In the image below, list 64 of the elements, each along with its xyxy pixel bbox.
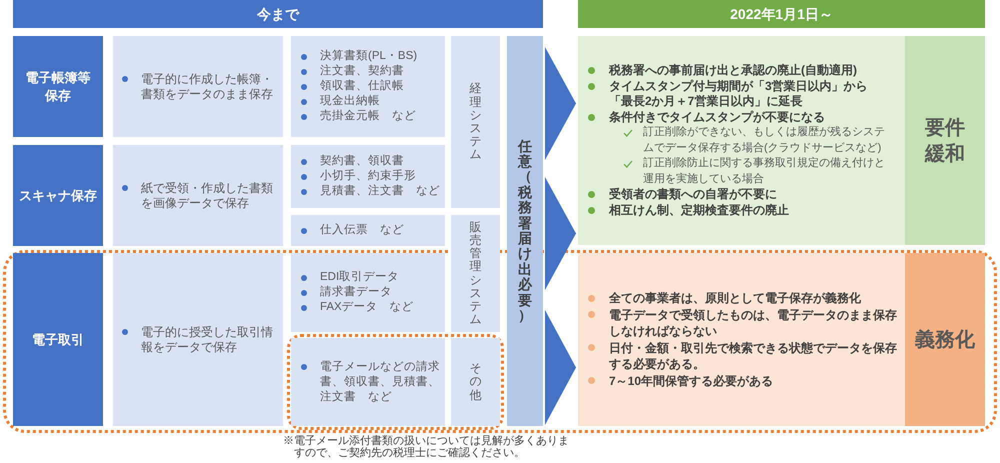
category-box	[13, 36, 103, 137]
document-item-text: 小切手、約束手形	[320, 169, 417, 184]
document-item-text: EDI取引データ	[320, 270, 400, 285]
document-list-box	[291, 145, 445, 208]
relaxation-point-text: 税務署への事前届け出と承認の廃止(自動適用)	[609, 63, 858, 78]
condition-text: 訂正削除ができない、もしくは履歴が残るシステムでデータ保存する場合(クラウドサービスなど)	[643, 125, 886, 156]
system-box	[451, 338, 500, 426]
document-item-text: 電子メールなどの請求書、領収書、見積書、注文書 など	[320, 360, 441, 404]
category-box	[13, 145, 103, 246]
relaxation-point-text: 受領者の書類への自署が不要に	[609, 187, 778, 202]
document-list-box	[291, 36, 445, 137]
header-title: 今まで	[257, 4, 299, 24]
category-label: スキャナ保存	[19, 186, 97, 204]
category-label: 電子帳簿等保存	[24, 68, 92, 104]
document-item-text: 決算書類(PL・BS)	[320, 49, 418, 64]
description-box	[113, 145, 283, 246]
document-item-text: FAXデータ など	[320, 300, 415, 315]
status-label: 義務化	[915, 328, 975, 352]
system-label: 経理システム	[470, 82, 482, 162]
document-item-text: 見積書、注文書 など	[320, 184, 441, 199]
relaxation-point-text: 条件付きでタイムスタンプが不要になる	[609, 110, 826, 125]
header-bar	[578, 0, 985, 28]
option-column	[507, 36, 543, 426]
description-box	[113, 253, 283, 426]
document-item-text: 領収書、仕訳帳	[320, 79, 405, 94]
system-box	[451, 215, 500, 332]
description-box	[113, 36, 283, 137]
description-text: 電子的に授受した取引情報をデータで保存	[141, 324, 274, 354]
highlight-outline	[287, 334, 504, 430]
obligation-panel	[578, 253, 905, 426]
document-list-box	[291, 253, 445, 332]
footnote: ※電子メール添付書類の扱いについては見解が多くありますので、ご契約先の税理士にご確認ください。	[283, 435, 570, 459]
chevron-arrow	[544, 177, 576, 290]
option-label: 任意（税務署届け出必要）	[518, 138, 532, 324]
document-item-text: 請求書データ	[320, 285, 393, 300]
status-box	[905, 253, 985, 426]
obligation-point-text: 全ての事業者は、原則として電子保存が義務化	[609, 290, 862, 306]
condition-text: 訂正削除防止に関する事務取引規定の備え付けと運用を実施している場合	[643, 156, 886, 186]
obligation-point-text: 電子データで受領したものは、電子データのまま保存しなければならない	[609, 306, 898, 340]
relaxation-point-text: タイムスタンプ付与期間が「3営業日以内」から「最長2か月＋7営業日以内」に延長	[609, 78, 869, 110]
document-item-text: 注文書、契約書	[320, 64, 405, 79]
header-bar	[13, 0, 543, 28]
chevron-arrow	[544, 310, 576, 425]
status-label: 要件緩和	[924, 116, 966, 166]
obligation-point-text: 日付・金額・取引先で検索できる状態でデータを保存する必要がある。	[609, 340, 898, 372]
document-list-box	[291, 215, 445, 246]
category-label: 電子取引	[32, 330, 84, 348]
description-text: 紙で受領・作成した書類を画像データで保存	[141, 180, 274, 210]
document-item-text: 売掛金元帳 など	[320, 109, 417, 124]
document-item-text: 仕入伝票 など	[320, 223, 405, 238]
status-box	[905, 36, 985, 245]
relaxation-panel	[578, 36, 905, 245]
document-item-text: 契約書、領収書	[320, 154, 405, 169]
obligation-point-text: 7～10年間保管する必要がある	[609, 372, 774, 389]
document-list-box	[291, 338, 445, 426]
header-title: 2022年1月1日～	[730, 4, 833, 24]
document-item-text: 現金出納帳	[320, 94, 381, 109]
system-label: 販売管理システム	[470, 220, 482, 326]
system-box	[451, 36, 500, 208]
chevron-arrow	[544, 47, 576, 160]
system-label: その他	[470, 362, 482, 402]
description-text: 電子的に作成した帳簿・書類をデータのまま保存	[141, 72, 274, 102]
category-box	[13, 253, 103, 426]
relaxation-point-text: 相互けん制、定期検査要件の廃止	[609, 202, 790, 218]
